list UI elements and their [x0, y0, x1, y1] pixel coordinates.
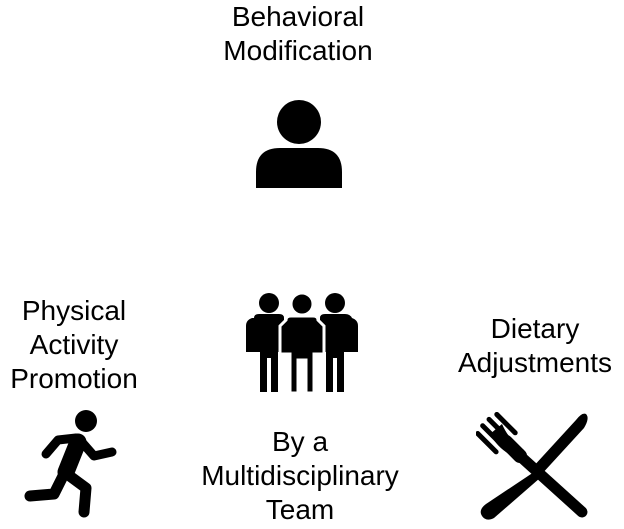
physical-activity-promotion-label: Physical Activity Promotion	[0, 294, 148, 396]
label-line: Dietary	[490, 313, 580, 344]
label-line: Adjustments	[457, 347, 613, 378]
running-person-icon	[20, 408, 120, 518]
group-of-people-icon	[244, 292, 360, 394]
label-line: Team	[265, 494, 335, 525]
label-line: By a	[271, 426, 329, 457]
multidisciplinary-team-label: By a Multidisciplinary Team	[180, 425, 420, 527]
label-line: Modification	[223, 35, 373, 66]
label-line: Behavioral	[231, 1, 365, 32]
dietary-adjustments-label: Dietary Adjustments	[446, 312, 624, 380]
label-line: Promotion	[10, 363, 138, 394]
behavioral-modification-label: Behavioral Modification	[198, 0, 398, 68]
fork-and-knife-icon	[476, 412, 592, 520]
label-line: Physical	[21, 295, 127, 326]
person-icon	[254, 100, 344, 190]
label-line: Multidisciplinary	[201, 460, 399, 491]
label-line: Activity	[29, 329, 119, 360]
